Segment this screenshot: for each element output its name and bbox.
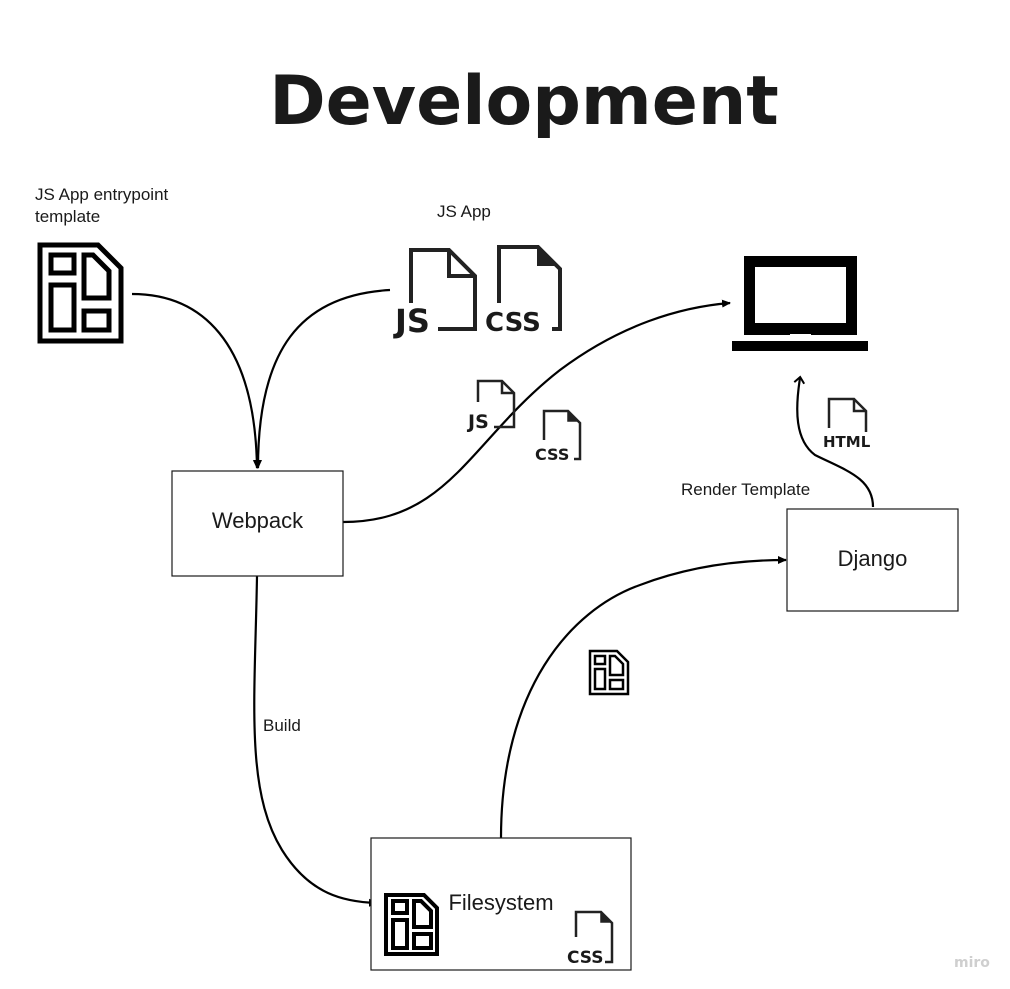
- small-js-file-icon: JS: [466, 379, 516, 433]
- django-node: Django: [786, 508, 959, 612]
- js-app-label: JS App: [437, 202, 491, 221]
- small-css-file-icon: CSS: [535, 409, 582, 464]
- filesystem-css-file-icon: CSS: [567, 910, 614, 968]
- template-file-icon: [37, 242, 124, 344]
- js-file-icon: JS: [393, 248, 477, 340]
- entrypoint-label-line1: JS App entrypoint: [35, 185, 169, 204]
- render-template-label: Render Template: [681, 480, 810, 499]
- webpack-node: Webpack: [171, 470, 344, 577]
- small-css-file-icon-text: CSS: [535, 445, 569, 464]
- miro-watermark: miro: [954, 955, 990, 971]
- html-file-icon: HTML: [823, 397, 871, 451]
- diagram-title: Development: [269, 62, 779, 141]
- edge-django-to-browser: [793, 375, 875, 508]
- filesystem-template-file-icon: [384, 893, 439, 956]
- edge-filesystem-to-django: [499, 556, 787, 839]
- build-label: Build: [263, 716, 301, 735]
- small-js-file-icon-text: JS: [466, 411, 489, 433]
- small-template-file-icon: [588, 649, 630, 696]
- laptop-icon: [732, 256, 868, 351]
- edge-webpack-build-to-filesystem: [253, 575, 378, 907]
- entrypoint-label-line2: template: [35, 207, 100, 226]
- webpack-node-label: Webpack: [212, 508, 304, 533]
- js-file-icon-text: JS: [393, 302, 430, 340]
- edge-entrypoint-to-webpack: [131, 292, 261, 469]
- html-file-icon-text: HTML: [823, 433, 871, 451]
- filesystem-css-file-icon-text: CSS: [567, 948, 604, 968]
- django-node-label: Django: [838, 546, 908, 571]
- edge-jsapp-to-webpack: [254, 288, 391, 469]
- css-file-icon-text: CSS: [485, 308, 541, 338]
- css-file-icon: CSS: [485, 245, 562, 338]
- filesystem-node-label: Filesystem: [448, 890, 553, 915]
- edge-webpack-to-browser: [342, 299, 731, 524]
